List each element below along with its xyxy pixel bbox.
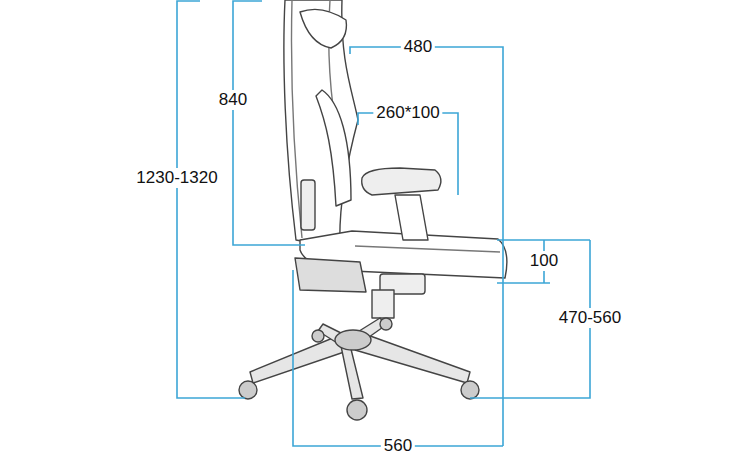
gas-cylinder — [372, 290, 394, 318]
dimension-line — [497, 240, 590, 283]
armrest-pad — [362, 168, 441, 195]
dimension-label: 1230-1320 — [133, 168, 220, 188]
caster-wheel — [312, 330, 324, 342]
dimension-label: 840 — [216, 90, 250, 110]
base-leg — [341, 345, 363, 399]
base-hub — [335, 330, 371, 350]
recline-bracket — [301, 180, 315, 230]
dimension-label: 470-560 — [556, 308, 624, 328]
dimension-line — [233, 1, 305, 245]
dimension-label-holder: 100 — [527, 251, 561, 271]
dimension-label-holder: 260*100 — [373, 103, 442, 123]
dimension-line — [350, 47, 503, 446]
dimension-label-holder: 840 — [216, 90, 250, 110]
chair-sketch — [239, 0, 507, 420]
dimension-label-holder: 560 — [381, 436, 415, 456]
dimension-lines — [177, 1, 590, 446]
dimension-label-holder: 480 — [401, 37, 435, 57]
headrest-pillow — [300, 9, 346, 48]
seat-side-cover — [295, 258, 366, 292]
dimension-label: 260*100 — [373, 103, 442, 123]
seat-piping — [355, 246, 500, 252]
caster-wheel — [347, 400, 367, 420]
dimension-label: 100 — [527, 251, 561, 271]
dimension-label-holder: 470-560 — [556, 308, 624, 328]
caster-wheel — [461, 381, 479, 399]
dimension-label: 560 — [381, 436, 415, 456]
dimension-line — [293, 270, 503, 446]
caster-wheel — [239, 381, 257, 399]
dimension-line — [358, 113, 458, 195]
dimension-line — [177, 1, 245, 398]
backrest — [284, 0, 358, 248]
armrest-post — [395, 195, 428, 240]
lumbar-pillow — [316, 90, 351, 206]
dimension-label-holder: 1230-1320 — [133, 168, 220, 188]
dimension-label: 480 — [401, 37, 435, 57]
base-leg — [355, 333, 470, 383]
caster-wheel — [380, 318, 392, 330]
